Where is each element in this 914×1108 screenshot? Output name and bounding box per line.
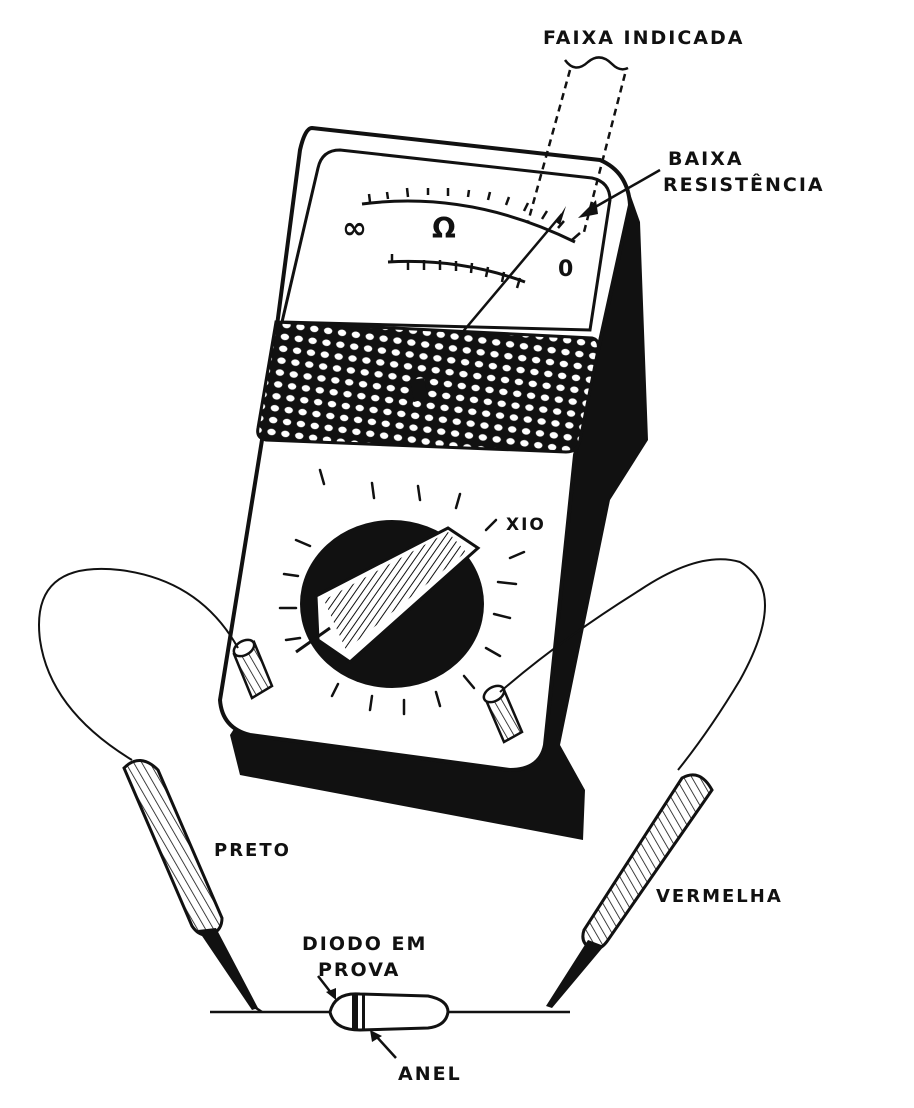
label-infinity: ∞ [342,211,367,246]
label-vermelha: VERMELHA [656,886,783,907]
label-diodo-em: DIODO EM [302,933,427,955]
red-probe[interactable] [546,773,714,1008]
range-indicator-brace [563,56,629,71]
low-resistance-arrowhead [578,200,598,218]
low-resistance-arrow-line [589,168,661,212]
label-baixa: BAIXA [668,148,744,170]
ring-arrow-line [375,1035,397,1059]
label-ohm-symbol: Ω [432,212,456,245]
label-preto: PRETO [214,840,291,861]
label-prova: PROVA [318,959,400,981]
grille-center-mark [410,378,428,402]
speaker-grille [256,320,600,454]
label-anel: ANEL [398,1063,462,1085]
label-resistencia: RESISTÊNCIA [663,173,825,196]
label-zero: 0 [558,257,573,282]
ring-arrowhead [370,1030,382,1042]
label-x10: XIO [506,515,546,535]
diode-body [328,992,450,1032]
needle-tip [556,206,566,225]
secondary-scale-ticks [390,254,522,289]
black-jack[interactable] [231,636,274,700]
black-probe[interactable] [122,759,263,1014]
selector-dial-ticks [278,468,526,716]
knob-handle-knurl [324,532,466,650]
black-lead-wire [38,567,239,761]
meter-display-window [280,148,612,332]
ohm-scale-ticks [367,187,581,241]
knob-pointer [295,626,331,654]
label-faixa-indicada: FAIXA INDICADA [543,27,744,49]
red-lead-wire [499,558,766,771]
red-jack[interactable] [481,682,524,744]
diode-arrowhead [326,988,336,1000]
